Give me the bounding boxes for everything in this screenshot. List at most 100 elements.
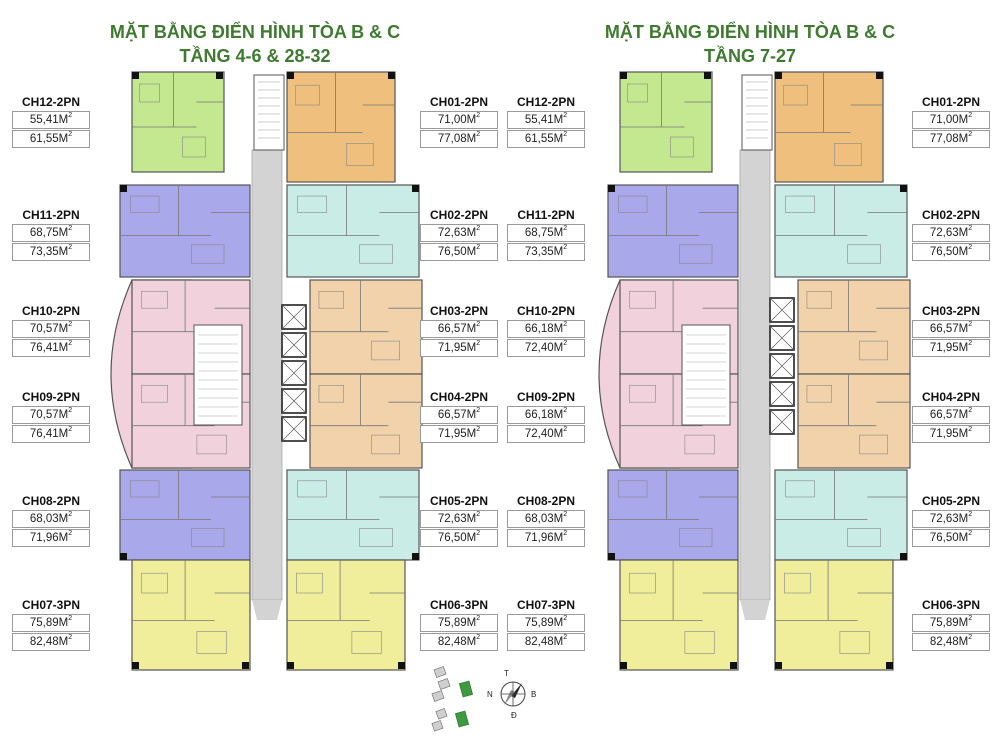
column [120,553,127,560]
corridor [251,149,283,601]
gross-area: 61,55M2 [12,130,90,148]
apartment-code: CH03-2PN [921,304,981,318]
column [412,553,419,560]
stair-top [741,74,773,151]
column [620,72,627,79]
net-area: 72,63M2 [420,224,498,242]
net-area: 68,03M2 [12,510,90,528]
corridor-end [740,600,770,620]
apartment-code: CH06-3PN [921,598,981,612]
net-area: 66,18M2 [507,320,585,338]
apartment-code: CH08-2PN [21,494,81,508]
apartment-code: CH06-3PN [429,598,489,612]
apartment-code: CH08-2PN [516,494,576,508]
net-area: 75,89M2 [12,614,90,632]
column [132,72,139,79]
compass-south-label: Đ [511,711,517,720]
unit-ch11 [119,184,251,278]
apartment-code: CH12-2PN [516,95,576,109]
unit-ch05 [774,469,908,561]
core-stair [193,324,243,426]
apartment-code: CH04-2PN [921,390,981,404]
column [287,72,294,79]
net-area: 72,63M2 [912,510,990,528]
net-area: 68,75M2 [507,224,585,242]
net-area: 71,00M2 [912,111,990,129]
column [242,662,249,669]
corridor-end [252,600,282,620]
apartment-code: CH10-2PN [516,304,576,318]
plan-title-left: MẶT BẰNG ĐIỂN HÌNH TÒA B & C TẦNG 4-6 & … [100,20,410,68]
apartment-code: CH12-2PN [21,95,81,109]
column [608,553,615,560]
net-area: 75,89M2 [507,614,585,632]
column [775,662,782,669]
column [876,72,883,79]
plan-title-left-line1: MẶT BẰNG ĐIỂN HÌNH TÒA B & C [109,22,401,42]
column [900,553,907,560]
compass-west-label: N [487,690,493,699]
plan-title-left-line2: TẦNG 4-6 & 28-32 [179,46,331,66]
unit-ch04 [309,373,423,469]
site-key-icon [431,666,474,732]
gross-area: 76,50M2 [420,243,498,261]
column [900,185,907,192]
gross-area: 82,48M2 [12,633,90,651]
unit-ch04 [797,373,911,469]
gross-area: 76,50M2 [420,529,498,547]
unit-ch03 [309,279,423,375]
net-area: 75,89M2 [912,614,990,632]
unit-ch06 [774,559,894,671]
apartment-code: CH05-2PN [429,494,489,508]
net-area: 70,57M2 [12,320,90,338]
apartment-code: CH03-2PN [429,304,489,318]
unit-ch07 [131,559,251,671]
gross-area: 77,08M2 [420,130,498,148]
unit-ch11 [607,184,739,278]
apartment-code: CH04-2PN [429,390,489,404]
unit-ch02 [286,184,420,278]
gross-area: 73,35M2 [507,243,585,261]
gross-area: 71,96M2 [507,529,585,547]
net-area: 55,41M2 [507,111,585,129]
column [388,72,395,79]
unit-ch06 [286,559,406,671]
compass-rose: T B N Đ [431,666,536,732]
net-area: 66,57M2 [912,320,990,338]
net-area: 68,03M2 [507,510,585,528]
stair-top [253,74,285,151]
apartment-code: CH02-2PN [921,208,981,222]
plan-title-right-line1: MẶT BẰNG ĐIỂN HÌNH TÒA B & C [604,22,896,42]
gross-area: 82,48M2 [912,633,990,651]
column [120,185,127,192]
gross-area: 73,35M2 [12,243,90,261]
gross-area: 82,48M2 [507,633,585,651]
gross-area: 71,95M2 [420,425,498,443]
unit-ch12 [131,71,225,173]
gross-area: 77,08M2 [912,130,990,148]
apartment-code: CH02-2PN [429,208,489,222]
plan-title-right-line2: TẦNG 7-27 [703,46,797,66]
plan-title-right: MẶT BẰNG ĐIỂN HÌNH TÒA B & C TẦNG 7-27 [595,20,905,68]
unit-ch08 [119,469,251,561]
apartment-code: CH07-3PN [516,598,576,612]
floor-plan-left [110,71,423,671]
unit-ch03 [797,279,911,375]
net-area: 68,75M2 [12,224,90,242]
apartment-code: CH01-2PN [921,95,981,109]
net-area: 66,18M2 [507,406,585,424]
